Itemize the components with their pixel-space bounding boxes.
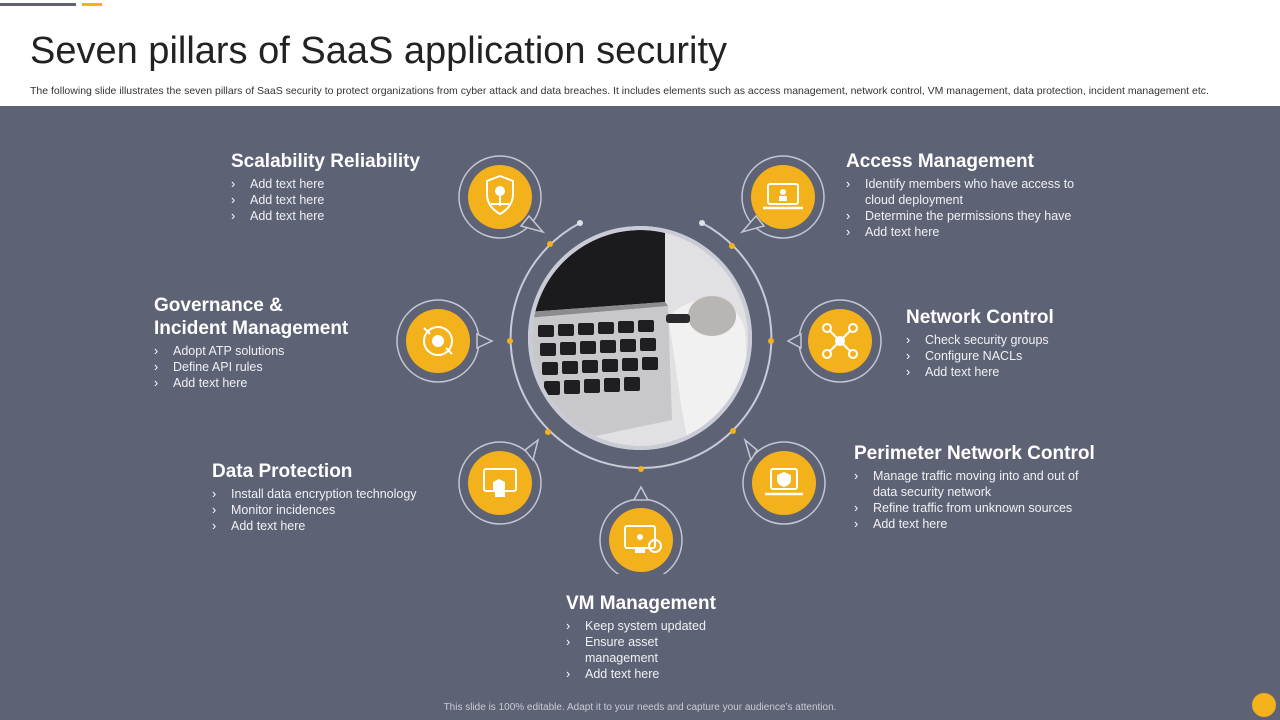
bullet-item: Install data encryption technology [212, 486, 452, 502]
pillar-heading: Perimeter Network Control [854, 443, 1095, 464]
ring-dot [729, 243, 735, 249]
pillar-heading: VM Management [566, 593, 716, 614]
bullet-item: Add text here [854, 516, 1104, 532]
ring-dot [638, 466, 644, 472]
bullet-item: Add text here [154, 375, 394, 391]
network-nodes-icon [786, 299, 882, 383]
bullet-item: Configure NACLs [906, 348, 1126, 364]
bullet-list: Manage traffic moving into and out of da… [854, 468, 1104, 532]
monitor-shield-icon [458, 438, 542, 525]
monitor-gear-icon [599, 485, 683, 574]
bullet-item: Add text here [566, 666, 741, 682]
pillar-heading: Scalability Reliability [231, 151, 421, 172]
bullet-list: Keep system updated Ensure asset managem… [566, 618, 741, 682]
bullet-item: Add text here [846, 224, 1096, 240]
bullet-list: Adopt ATP solutions Define API rules Add… [154, 343, 394, 391]
pillar-access-management: Access Management Identify members who h… [846, 150, 1096, 240]
governance-badge-icon [396, 299, 494, 383]
top-accent-bar-gold [82, 3, 102, 6]
bullet-item: Keep system updated [566, 618, 741, 634]
ring-arc-left [509, 222, 642, 470]
laptop-photo [528, 226, 752, 450]
pillar-heading-line2: Incident Management [154, 318, 349, 339]
bullet-item: Add text here [231, 176, 451, 192]
laptop-shield-icon [742, 437, 826, 525]
bullet-item: Refine traffic from unknown sources [854, 500, 1104, 516]
page-title: Seven pillars of SaaS application securi… [30, 30, 728, 72]
pillar-heading: Data Protection [212, 461, 353, 482]
bullet-list: Identify members who have access to clou… [846, 176, 1096, 240]
bullet-item: Manage traffic moving into and out of da… [854, 468, 1104, 500]
bullet-item: Add text here [231, 208, 451, 224]
bullet-list: Add text here Add text here Add text her… [231, 176, 451, 224]
ring-dot [768, 338, 774, 344]
ring-dot [545, 429, 551, 435]
footer-note: This slide is 100% editable. Adapt it to… [443, 702, 837, 713]
pillar-governance: Governance & Incident Management Adopt A… [154, 294, 394, 391]
pillar-heading: Network Control [906, 307, 1054, 328]
bullet-item: Add text here [906, 364, 1126, 380]
bullet-item: Determine the permissions they have [846, 208, 1096, 224]
bullet-list: Install data encryption technology Monit… [212, 486, 452, 534]
pillar-perimeter-network-control: Perimeter Network Control Manage traffic… [854, 442, 1104, 532]
top-accent-bar [0, 3, 76, 6]
bullet-item: Identify members who have access to clou… [846, 176, 1096, 208]
pillar-scalability: Scalability Reliability Add text here Ad… [231, 150, 451, 224]
pillar-heading: Access Management [846, 151, 1034, 172]
ring-dot [730, 428, 736, 434]
bullet-list: Check security groups Configure NACLs Ad… [906, 332, 1126, 380]
pillar-vm-management: VM Management Keep system updated Ensure… [566, 592, 741, 682]
corner-dot [1252, 693, 1276, 717]
bullet-item: Adopt ATP solutions [154, 343, 394, 359]
ring-arc-right [640, 222, 773, 470]
bullet-item: Define API rules [154, 359, 394, 375]
bullet-item: Add text here [231, 192, 451, 208]
pillar-data-protection: Data Protection Install data encryption … [212, 460, 452, 534]
pillar-network-control: Network Control Check security groups Co… [906, 306, 1126, 380]
laptop-access-icon [739, 155, 825, 239]
bullet-item: Check security groups [906, 332, 1126, 348]
bullet-item: Monitor incidences [212, 502, 452, 518]
page-subtitle: The following slide illustrates the seve… [30, 85, 1209, 97]
pillar-heading: Governance & [154, 295, 283, 316]
ring-dot [507, 338, 513, 344]
bullet-item: Ensure asset management [566, 634, 695, 666]
bullet-item: Add text here [212, 518, 452, 534]
shield-scale-icon [458, 155, 546, 239]
ring-dot [547, 241, 553, 247]
